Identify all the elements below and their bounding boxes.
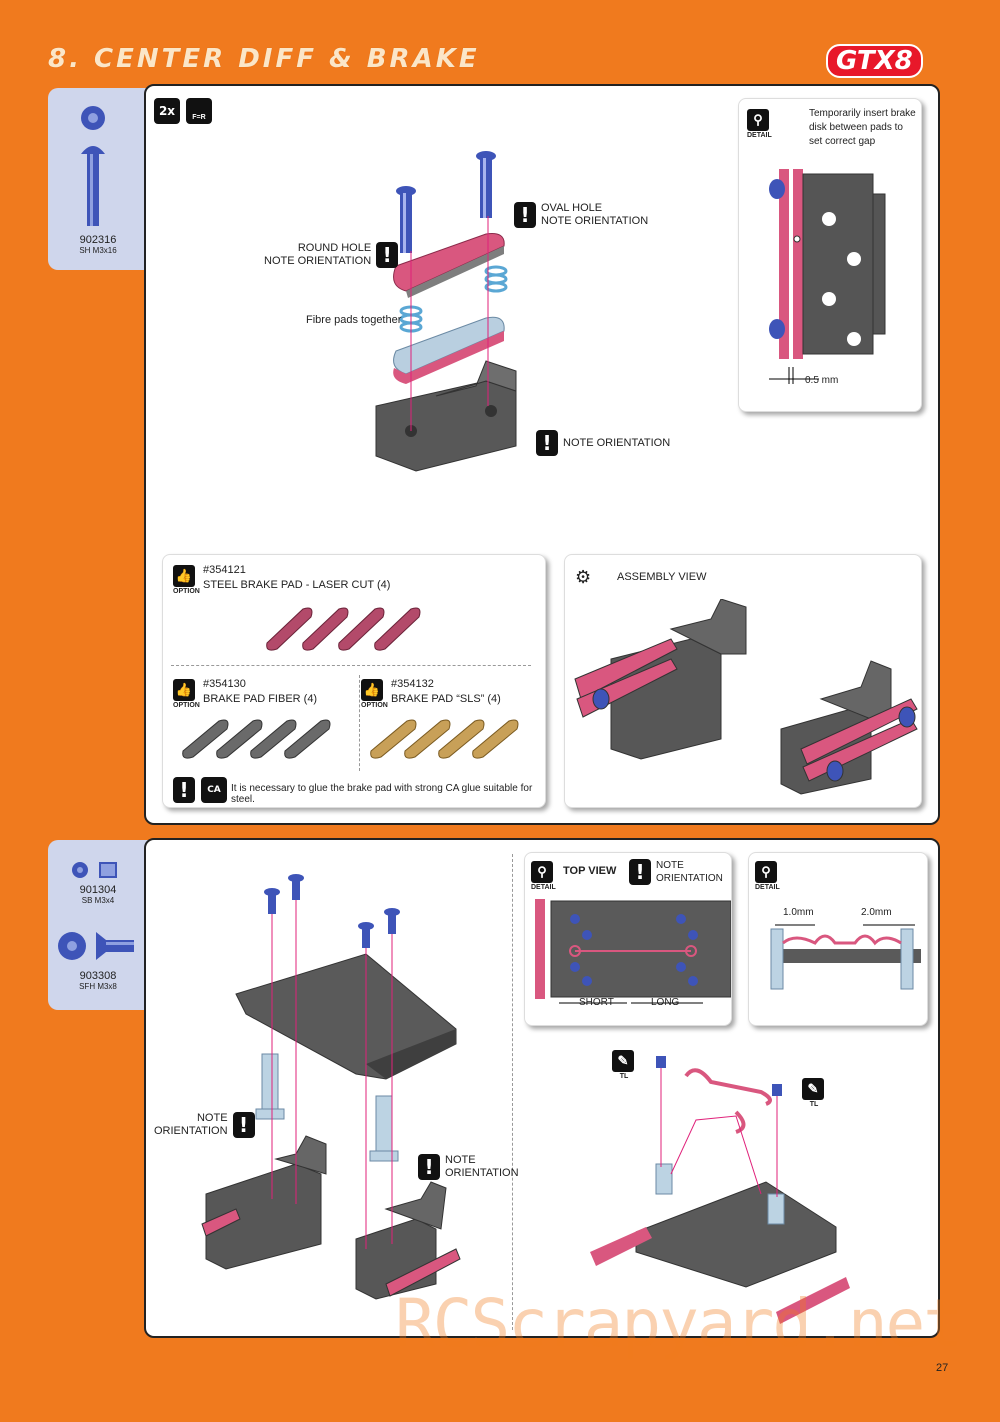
gap-1mm: 1.0mm — [783, 907, 814, 918]
short-label: SHORT — [579, 997, 614, 1008]
magnifier-icon: ⚲ — [747, 109, 769, 131]
gears-icon: ⚙ — [575, 567, 592, 587]
option-badge-steel: 👍OPTION — [173, 565, 200, 595]
sls-pads-image — [370, 719, 519, 759]
screw-icon — [396, 186, 416, 253]
options-card: 👍OPTION #354121 STEEL BRAKE PAD - LASER … — [162, 554, 546, 808]
thumbs-up-icon: 👍 — [361, 679, 383, 701]
option-badge-sls: 👍OPTION — [361, 679, 388, 709]
front-rear-badge: F=R — [186, 98, 212, 124]
assembly-view-diagram — [574, 599, 918, 795]
warning-icon: ! — [173, 777, 195, 803]
gap-2mm: 2.0mm — [861, 907, 892, 918]
oval-hole-note: ! OVAL HOLE NOTE ORIENTATION — [514, 202, 648, 228]
spring-gap-diagram — [770, 924, 921, 990]
quantity-badge: 2x — [154, 98, 180, 124]
page-title: 8. CENTER DIFF & BRAKE — [48, 44, 480, 74]
option-badge-fiber: 👍OPTION — [173, 679, 200, 709]
detail-text: Temporarily insert brake disk between pa… — [809, 108, 916, 147]
step-panel-1: 2x F=R — [144, 84, 940, 825]
top-view-card: ⚲DETAIL TOP VIEW ! NOTE ORIENTATION SHOR… — [524, 852, 732, 1026]
top-view-orientation-note: ! NOTE ORIENTATION — [629, 859, 723, 885]
detail-badge: ⚲ DETAIL — [747, 109, 772, 139]
warning-icon: ! — [232, 1112, 255, 1138]
left-orientation-note: ! NOTE ORIENTATION — [154, 1112, 255, 1138]
part-901304-label: 901304 SB M3x4 — [79, 884, 117, 905]
top-view-diagram — [535, 899, 731, 1004]
option-steel-text: #354121 STEEL BRAKE PAD - LASER CUT (4) — [203, 564, 391, 591]
detail-badge: ⚲DETAIL — [531, 861, 556, 891]
assembly-view-label: ASSEMBLY VIEW — [617, 571, 707, 583]
screw-901304-icon — [72, 862, 117, 878]
option-sls-text: #354132 BRAKE PAD “SLS” (4) — [391, 678, 501, 705]
thumbs-up-icon: 👍 — [173, 679, 195, 701]
fibre-pads-note: Fibre pads together — [306, 314, 402, 326]
warning-icon: ! — [536, 430, 558, 456]
screw-903308-icon — [58, 932, 134, 960]
options-divider-vertical — [359, 675, 360, 771]
options-divider — [171, 665, 531, 666]
ca-glue-badge: CA — [201, 777, 227, 803]
magnifier-icon: ⚲ — [531, 861, 553, 883]
watermark: RCScrapyard.net — [395, 1285, 963, 1362]
threadlock-badge-left: ✎TL — [612, 1050, 636, 1080]
magnifier-icon: ⚲ — [755, 861, 777, 883]
threadlock-badge-right: ✎TL — [802, 1078, 826, 1108]
parts-sidebar-1: 902316 SH M3x16 — [48, 88, 148, 270]
warning-icon: ! — [514, 202, 536, 228]
screw-icon — [476, 151, 496, 218]
threadlock-icon: ✎ — [802, 1078, 824, 1100]
right-orientation-note: ! NOTE ORIENTATION — [418, 1154, 519, 1180]
parts-sidebar-2: 901304 SB M3x4 903308 SFH M3x8 — [48, 840, 148, 1010]
gap-measurement: 0.5 mm — [805, 375, 839, 386]
detail-card: ⚲ DETAIL Temporarily insert brake disk b… — [738, 98, 922, 412]
warning-icon: ! — [376, 242, 399, 268]
brand-logo: GTX8 — [826, 44, 923, 78]
option-fiber-text: #354130 BRAKE PAD FIBER (4) — [203, 678, 318, 705]
page-number: 27 — [936, 1362, 949, 1374]
glue-note: It is necessary to glue the brake pad wi… — [231, 783, 533, 805]
brake-gap-diagram — [769, 169, 886, 384]
warning-icon: ! — [418, 1154, 440, 1180]
round-hole-note: ! ROUND HOLE NOTE ORIENTATION — [264, 242, 399, 268]
warning-icon: ! — [629, 859, 651, 885]
brake-exploded-diagram — [375, 151, 517, 472]
brake-spring-install-diagram — [590, 1056, 850, 1324]
steel-pads-image — [266, 607, 421, 651]
block-orientation-note: ! NOTE ORIENTATION — [536, 430, 670, 456]
step-panel-2: ! NOTE ORIENTATION ! NOTE ORIENTATION ⚲D… — [144, 838, 940, 1338]
fiber-pads-image — [182, 719, 331, 759]
spring-icon — [484, 265, 508, 293]
detail-badge: ⚲DETAIL — [755, 861, 780, 891]
screw-902316-icon — [81, 106, 105, 226]
thumbs-up-icon: 👍 — [173, 565, 195, 587]
top-view-label: TOP VIEW — [563, 865, 617, 877]
part-903308-label: 903308 SFH M3x8 — [79, 970, 117, 991]
panel-divider — [512, 854, 513, 1330]
threadlock-icon: ✎ — [612, 1050, 634, 1072]
spring-gap-detail-card: ⚲DETAIL 1.0mm 2.0mm — [748, 852, 928, 1026]
assembly-view-card: ⚙ ASSEMBLY VIEW — [564, 554, 922, 808]
long-label: LONG — [651, 997, 680, 1008]
part-902316-label: 902316 SH M3x16 — [79, 234, 117, 255]
center-diff-mount-diagram — [201, 874, 461, 1300]
